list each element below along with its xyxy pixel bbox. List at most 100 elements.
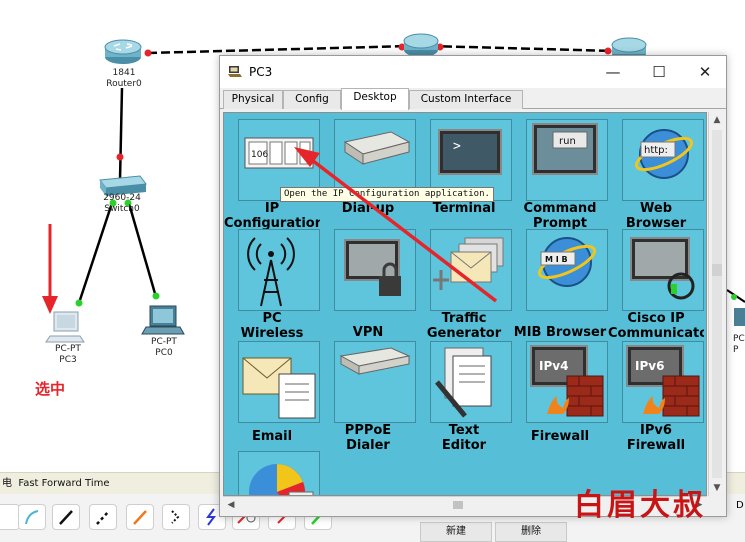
app-pie-chart[interactable]	[224, 449, 320, 495]
ipv6-firewall-graphic: IPv6	[626, 345, 700, 417]
pie-chart-icon	[238, 451, 320, 495]
ipv4-text: IPv4	[539, 359, 568, 373]
delete-button[interactable]: 删除	[495, 522, 567, 542]
tab-desktop[interactable]: Desktop	[341, 88, 409, 110]
scroll-down-icon[interactable]: ▼	[713, 483, 721, 493]
web-browser-icon: http:	[622, 119, 704, 201]
router0-icon[interactable]	[104, 39, 142, 64]
maximize-button[interactable]: ☐	[652, 63, 666, 81]
port-marker	[604, 47, 612, 55]
scroll-up-icon[interactable]: ▲	[713, 115, 721, 125]
app-web-browser[interactable]: http: Web Browser	[608, 117, 704, 233]
router0-label: 1841 Router0	[100, 68, 148, 90]
scroll-left-icon[interactable]: ◀	[227, 500, 235, 510]
app-mib-browser[interactable]: M I B MIB Browser	[512, 227, 608, 343]
tab-config[interactable]: Config	[283, 90, 341, 109]
auto-connect-tool[interactable]	[0, 504, 20, 530]
partial-label-right: D	[736, 500, 744, 511]
http-text: http:	[644, 145, 668, 156]
app-pc-wireless[interactable]: PC Wireless	[224, 227, 320, 343]
app-ipv6-firewall[interactable]: IPv6 IPv6 Firewall	[608, 339, 704, 455]
horizontal-scrollbar[interactable]: ◀ ▶	[223, 496, 707, 512]
app-terminal[interactable]: > Terminal	[416, 117, 512, 233]
app-dial-up[interactable]: Dial-up	[320, 117, 416, 233]
tab-physical[interactable]: Physical	[223, 90, 283, 109]
window-title: PC3	[249, 65, 273, 79]
firewall-icon: IPv4	[526, 341, 608, 423]
pc0-icon[interactable]	[141, 305, 185, 335]
traffic-generator-graphic	[433, 237, 504, 290]
port-marker	[731, 294, 737, 300]
app-ip-configuration[interactable]: 106 IP Configuration	[224, 117, 320, 233]
vertical-scrollbar[interactable]: ▲ ▼	[708, 112, 724, 496]
switch0-label: 2960-24 Switch0	[96, 193, 148, 215]
router0-name: Router0	[106, 79, 142, 89]
app-label: Command Prompt	[523, 201, 597, 231]
app-label: Dial-up	[341, 201, 395, 216]
pc3-label: PC-PT PC3	[46, 344, 90, 366]
app-label: Firewall	[530, 429, 590, 444]
scroll-right-icon[interactable]: ▶	[695, 500, 703, 510]
console-cable-icon	[25, 510, 39, 525]
fiber-cable-icon	[133, 510, 147, 525]
app-cisco-ip-communicator[interactable]: Cisco IP Communicator	[608, 227, 704, 343]
serial-dce-icon	[206, 508, 216, 526]
phone-cable-icon	[171, 510, 180, 524]
pc0-name: PC0	[155, 348, 173, 358]
pc0-label: PC-PT PC0	[142, 337, 186, 359]
app-command-prompt[interactable]: run Command Prompt	[512, 117, 608, 233]
tab-custom-interface[interactable]: Custom Interface	[409, 90, 523, 109]
pie-chart-graphic	[249, 464, 314, 495]
pc-wireless-icon	[238, 229, 320, 311]
straight-cable-icon	[59, 510, 73, 525]
new-button[interactable]: 新建	[420, 522, 492, 542]
fiber-cable-tool[interactable]	[126, 504, 154, 530]
ip-config-tooltip: Open the IP Configuration application.	[280, 187, 494, 202]
cisco-ip-communicator-icon	[622, 229, 704, 311]
app-label: Cisco IP Communicator	[608, 311, 704, 341]
pc0-model: PC-PT	[151, 337, 177, 347]
app-label: Traffic Generator	[426, 311, 502, 341]
port-marker	[152, 292, 160, 300]
app-email[interactable]: Email	[224, 339, 320, 455]
cross-cable-tool[interactable]	[89, 504, 117, 530]
app-label: Email	[251, 429, 293, 444]
app-vpn[interactable]: VPN	[320, 227, 416, 343]
window-tabs: Physical Config Desktop Custom Interface	[220, 88, 726, 110]
pppoe-dialer-graphic	[339, 347, 411, 375]
router-icon[interactable]	[403, 33, 439, 57]
text-editor-graphic	[435, 347, 492, 418]
cross-cable-icon	[96, 510, 110, 525]
horizontal-scroll-thumb[interactable]	[453, 501, 463, 509]
phone-cable-tool[interactable]	[162, 504, 190, 530]
vpn-graphic	[344, 239, 401, 296]
minimize-button[interactable]: —	[605, 63, 621, 81]
window-titlebar[interactable]: PC3 — ☐ ✕	[220, 56, 726, 88]
selected-annotation: 选中	[35, 380, 66, 398]
switch0-icon[interactable]	[99, 175, 147, 196]
straight-cable-tool[interactable]	[52, 504, 80, 530]
port-marker	[144, 49, 152, 57]
port-marker	[116, 153, 124, 161]
app-traffic-generator[interactable]: Traffic Generator	[416, 227, 512, 343]
pc3-window: PC3 — ☐ ✕ Physical Config Desktop Custom…	[219, 55, 727, 517]
pc3-icon[interactable]	[45, 311, 85, 343]
port-marker	[398, 43, 406, 51]
text-editor-icon	[430, 341, 512, 423]
app-text-editor[interactable]: Text Editor	[416, 339, 512, 455]
pc-partial-icon[interactable]	[734, 308, 745, 326]
console-cable-tool[interactable]	[18, 504, 46, 530]
fast-forward-time-label[interactable]: 电 Fast Forward Time	[2, 478, 110, 489]
cisco-ip-communicator-graphic	[630, 237, 695, 300]
app-label: Terminal	[432, 201, 496, 216]
ip-number-text: 106	[251, 150, 268, 160]
firewall-graphic: IPv4	[530, 345, 604, 417]
port-marker	[109, 199, 117, 207]
app-firewall[interactable]: IPv4 Firewall	[512, 339, 608, 455]
app-pppoe-dialer[interactable]: PPPoE Dialer	[320, 339, 416, 455]
close-button[interactable]: ✕	[698, 63, 712, 81]
ipv6-firewall-icon: IPv6	[622, 341, 704, 423]
ipv6-text: IPv6	[635, 359, 664, 373]
